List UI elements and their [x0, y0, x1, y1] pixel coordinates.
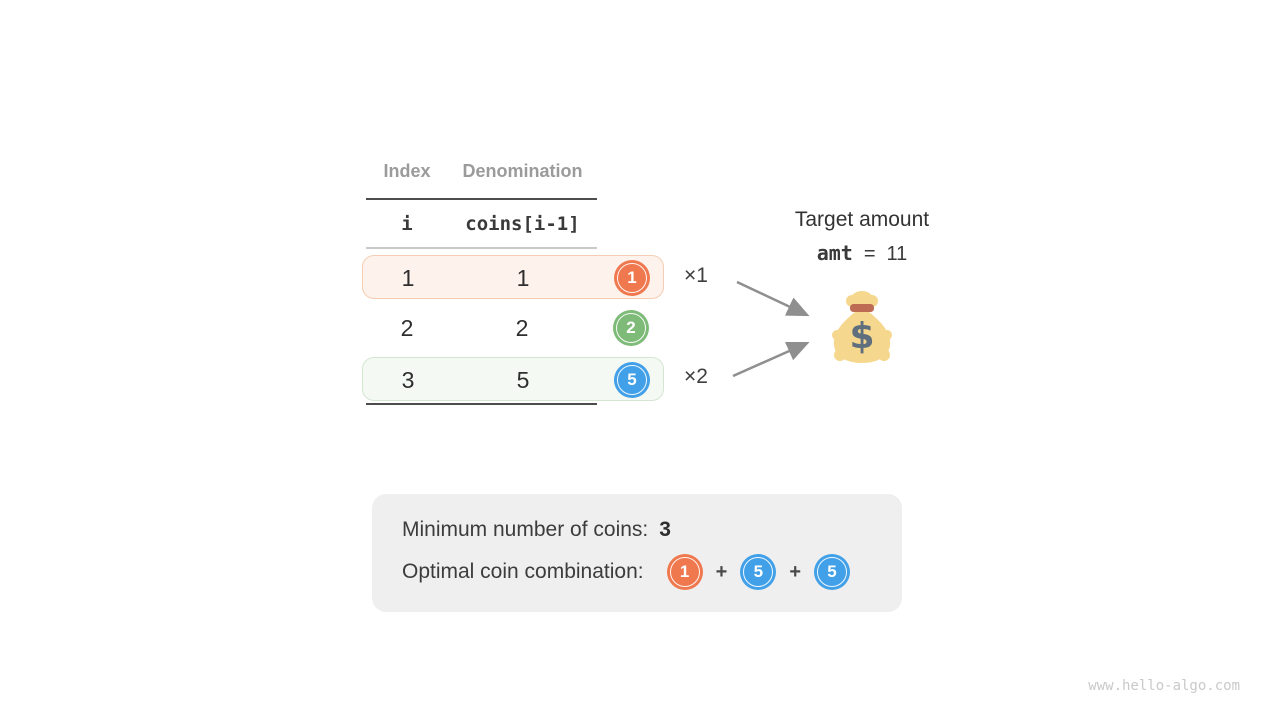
- header-denomination: Denomination: [462, 161, 583, 181]
- coin-2-icon: 2: [613, 309, 649, 346]
- combo-coin-3-icon: 5: [814, 554, 850, 590]
- row-3-denomination: 5: [516, 366, 530, 393]
- table-row-2: 2 2 2: [362, 306, 664, 350]
- arrow-row1-icon: [736, 280, 810, 317]
- row-2-index: 2: [400, 314, 414, 341]
- row-2-denomination: 2: [515, 314, 529, 341]
- row-1-multiplier: ×1: [684, 264, 708, 287]
- equals-sign: =: [863, 243, 876, 265]
- amt-value: 11: [886, 243, 908, 265]
- coin-5-value: 5: [627, 369, 637, 389]
- coin-1-icon: 1: [614, 259, 650, 296]
- var-header-coins: coins[i-1]: [465, 213, 580, 235]
- min-coins-line: Minimum number of coins: 3: [402, 518, 671, 542]
- summary-box: Minimum number of coins: 3 Optimal coin …: [372, 494, 902, 612]
- combo-coin-1-icon: 1: [666, 554, 703, 590]
- row-3-index: 3: [401, 366, 415, 393]
- combo-coin-2-icon: 5: [740, 554, 777, 590]
- coin-1-value: 1: [627, 267, 637, 287]
- header-index: Index: [383, 161, 431, 181]
- row-3-multiplier: ×2: [684, 365, 708, 388]
- combination-label: Optimal coin combination:: [402, 560, 644, 583]
- amt-variable: amt: [816, 241, 853, 265]
- min-coins-value: 3: [659, 518, 671, 541]
- combo-coin-3-value: 5: [827, 562, 837, 581]
- table-header-divider: [366, 198, 597, 200]
- var-header-i: i: [401, 213, 413, 235]
- combination-line: Optimal coin combination: 1 + 5 + 5: [402, 552, 850, 592]
- money-bag-icon: $: [832, 291, 892, 363]
- plus-sign: +: [715, 560, 728, 583]
- table-column-headers: Index Denomination: [366, 161, 597, 185]
- target-amount-expression: amt = 11: [742, 241, 982, 266]
- target-amount-title: Target amount: [794, 208, 930, 231]
- row-1-denomination: 1: [516, 264, 530, 291]
- table-row-3: 3 5 5: [362, 357, 664, 401]
- table-subheader-divider: [366, 247, 597, 249]
- watermark: www.hello-algo.com: [1088, 678, 1240, 694]
- table-bottom-divider: [366, 403, 597, 405]
- table-variable-headers: i coins[i-1]: [366, 213, 597, 239]
- coin-2-value: 2: [626, 317, 636, 337]
- arrows-to-target: [732, 280, 810, 378]
- combo-coin-2-value: 5: [753, 562, 764, 581]
- combo-coin-1-value: 1: [679, 562, 690, 581]
- coin-5-icon: 5: [614, 361, 650, 398]
- row-1-index: 1: [401, 264, 415, 291]
- min-coins-label: Minimum number of coins:: [402, 518, 649, 541]
- table-row-1: 1 1 1: [362, 255, 664, 299]
- plus-sign: +: [789, 560, 801, 583]
- dollar-sign: $: [849, 316, 874, 357]
- arrow-row3-icon: [732, 341, 810, 378]
